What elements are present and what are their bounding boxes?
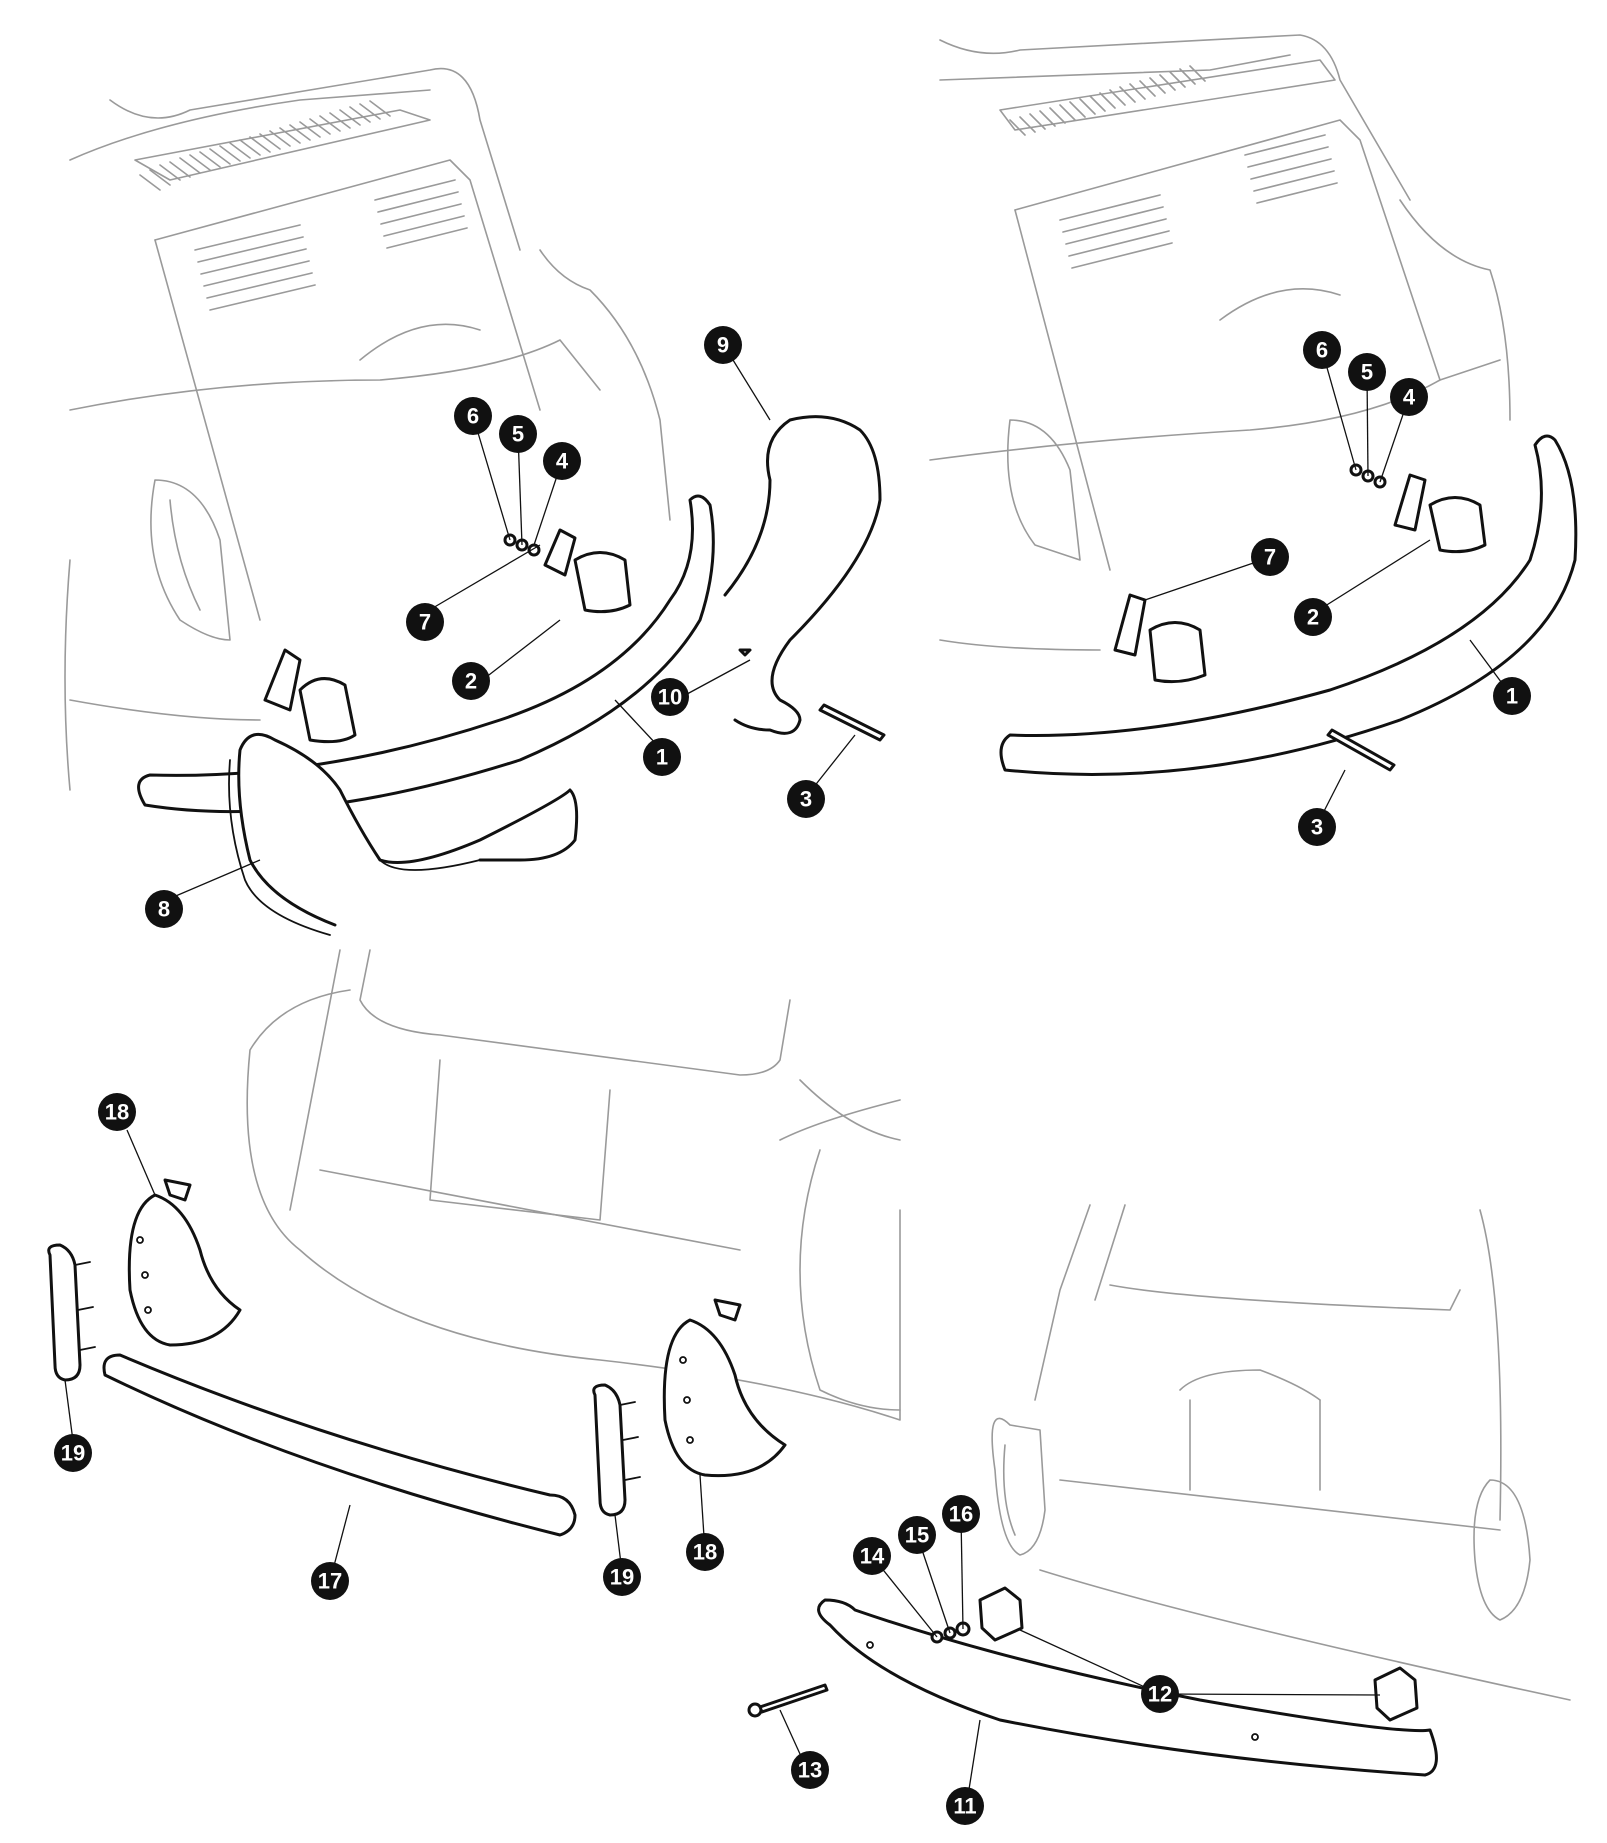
callout-number: 13 xyxy=(798,1758,822,1783)
panel-bottom-left: 17 18 18 19 19 xyxy=(47,949,901,1600)
callout-number: 7 xyxy=(1264,545,1276,570)
car-body-front-outline xyxy=(246,949,901,1421)
callout-2-right: 2 xyxy=(1294,598,1332,636)
callout-number: 9 xyxy=(717,333,729,358)
callout-7-right: 7 xyxy=(1251,538,1289,576)
bumper-1-left-panel xyxy=(137,494,715,814)
brackets-right-panel xyxy=(1113,463,1487,772)
callout-number: 18 xyxy=(105,1100,129,1125)
car-body-rear-outline xyxy=(929,34,1511,651)
callout-number: 4 xyxy=(556,449,569,474)
callout-19-right: 19 xyxy=(603,1558,641,1596)
callout-number: 2 xyxy=(465,669,477,694)
callout-number: 8 xyxy=(158,897,170,922)
callout-17: 17 xyxy=(311,1562,349,1600)
callout-5-left: 5 xyxy=(499,415,537,453)
callout-number: 15 xyxy=(905,1523,929,1548)
callout-3-left: 3 xyxy=(787,780,825,818)
callout-number: 6 xyxy=(467,404,479,429)
callout-number: 12 xyxy=(1148,1682,1172,1707)
car-body-front-outline xyxy=(991,1204,1571,1701)
callout-6-right: 6 xyxy=(1303,331,1341,369)
callout-number: 17 xyxy=(318,1569,342,1594)
callout-number: 7 xyxy=(419,610,431,635)
callout-8-left: 8 xyxy=(145,890,183,928)
callout-1-left: 1 xyxy=(643,738,681,776)
callout-12: 12 xyxy=(1141,1675,1179,1713)
bumper-11 xyxy=(817,1598,1438,1777)
callout-number: 19 xyxy=(610,1565,634,1590)
callout-18-left: 18 xyxy=(98,1093,136,1131)
callout-number: 3 xyxy=(1311,815,1323,840)
overrider-9-tube xyxy=(723,415,882,735)
callout-9-left: 9 xyxy=(704,326,742,364)
callout-3-right: 3 xyxy=(1298,808,1336,846)
end-cap-18-right xyxy=(662,1298,787,1478)
end-cap-18-left xyxy=(127,1178,242,1347)
callout-number: 2 xyxy=(1307,605,1319,630)
callout-10-left: 10 xyxy=(651,678,689,716)
callout-number: 5 xyxy=(1361,360,1373,385)
callout-19-left: 19 xyxy=(54,1434,92,1472)
callout-7-left: 7 xyxy=(406,603,444,641)
bumper-1-right-panel xyxy=(999,434,1578,776)
callout-number: 1 xyxy=(1506,684,1518,709)
callout-14: 14 xyxy=(853,1537,891,1575)
rubber-pad-19-right xyxy=(592,1383,641,1517)
callout-5-right: 5 xyxy=(1348,353,1386,391)
callout-6-left: 6 xyxy=(454,397,492,435)
callout-number: 11 xyxy=(953,1794,976,1819)
callout-11: 11 xyxy=(946,1787,984,1825)
callout-number: 5 xyxy=(512,422,524,447)
callout-number: 6 xyxy=(1316,338,1328,363)
callout-4-left: 4 xyxy=(543,442,581,480)
panel-bottom-right: 11 12 13 14 15 16 xyxy=(747,1204,1571,1825)
brackets-left-panel xyxy=(263,528,886,744)
callout-number: 10 xyxy=(658,685,682,710)
bracket-blocks-12 xyxy=(978,1586,1419,1722)
overrider-8-tube xyxy=(228,732,579,936)
callout-number: 14 xyxy=(860,1544,885,1569)
bolt-13 xyxy=(747,1683,829,1718)
callout-number: 1 xyxy=(656,745,668,770)
callout-1-right: 1 xyxy=(1493,677,1531,715)
callout-18-right: 18 xyxy=(686,1533,724,1571)
callout-number: 18 xyxy=(693,1540,717,1565)
callout-number: 3 xyxy=(800,787,812,812)
callout-16: 16 xyxy=(942,1495,980,1533)
panel-top-left: 1 2 3 4 5 6 7 8 9 10 xyxy=(64,67,886,936)
leader-lines-right-panel xyxy=(1144,349,1511,824)
panel-top-right: 1 2 3 4 5 6 7 xyxy=(929,34,1578,846)
callout-number: 4 xyxy=(1403,385,1416,410)
callout-4-right: 4 xyxy=(1390,378,1428,416)
callout-number: 19 xyxy=(61,1441,85,1466)
car-body-rear-outline xyxy=(64,67,671,791)
bumper-bar-17 xyxy=(102,1353,577,1537)
callout-13: 13 xyxy=(791,1751,829,1789)
callout-number: 16 xyxy=(949,1502,973,1527)
callout-15: 15 xyxy=(898,1516,936,1554)
callout-2-left: 2 xyxy=(452,662,490,700)
rubber-pad-19-left xyxy=(47,1243,96,1382)
